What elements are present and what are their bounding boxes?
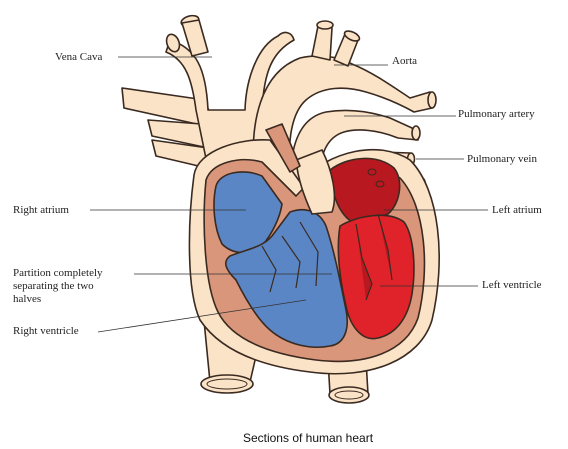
label-vena-cava: Vena Cava: [55, 51, 102, 63]
chambers: [213, 123, 415, 349]
pulmonary-vein-opening-2: [375, 180, 385, 188]
label-partition-1: Partition completely: [13, 267, 103, 279]
leader-lines: [90, 56, 488, 333]
inferior-vena-cava-opening: [206, 378, 248, 390]
aorta-branch-1: [311, 25, 333, 61]
aorta-branch-2-cap: [343, 30, 361, 42]
pulmonary-artery: [290, 109, 419, 191]
right-ventricle-chamber: [224, 208, 348, 349]
pulmonary-trunk-inner: [295, 149, 336, 215]
left-ventricle-chamber: [337, 214, 415, 340]
left-atrium-chamber: [329, 157, 401, 225]
aorta: [252, 55, 433, 183]
descending-aorta-opening: [334, 390, 364, 400]
label-right-ventricle: Right ventricle: [13, 325, 79, 337]
aorta-inner: [265, 123, 301, 173]
aorta-branch-1-cap: [316, 20, 334, 30]
label-partition-2: separating the two: [13, 280, 94, 292]
label-left-ventricle: Left ventricle: [482, 279, 542, 291]
label-left-atrium: Left atrium: [492, 204, 542, 216]
pulmonary-vein-opening-1: [367, 168, 377, 176]
label-right-atrium: Right atrium: [13, 204, 69, 216]
left-valve-cords: [355, 213, 393, 301]
leader-right-ventricle: [97, 299, 307, 333]
right-valve-cords: [261, 221, 319, 293]
labels: Vena Cava Aorta Pulmonary artery Pulmona…: [13, 51, 542, 337]
inferior-vena-cava-cap: [200, 374, 254, 394]
vena-cava-stub-1: [181, 19, 209, 57]
label-pulmonary-vein: Pulmonary vein: [467, 153, 537, 165]
label-pulmonary-artery: Pulmonary artery: [458, 108, 535, 120]
label-partition-3: halves: [13, 293, 41, 305]
aorta-right-cap: [427, 91, 437, 109]
pulmonary-artery-cap: [411, 125, 421, 141]
label-aorta: Aorta: [392, 55, 417, 67]
descending-aorta-cap: [328, 386, 370, 404]
vena-cava-cap-2: [165, 33, 181, 53]
diagram-caption: Sections of human heart: [243, 431, 374, 445]
